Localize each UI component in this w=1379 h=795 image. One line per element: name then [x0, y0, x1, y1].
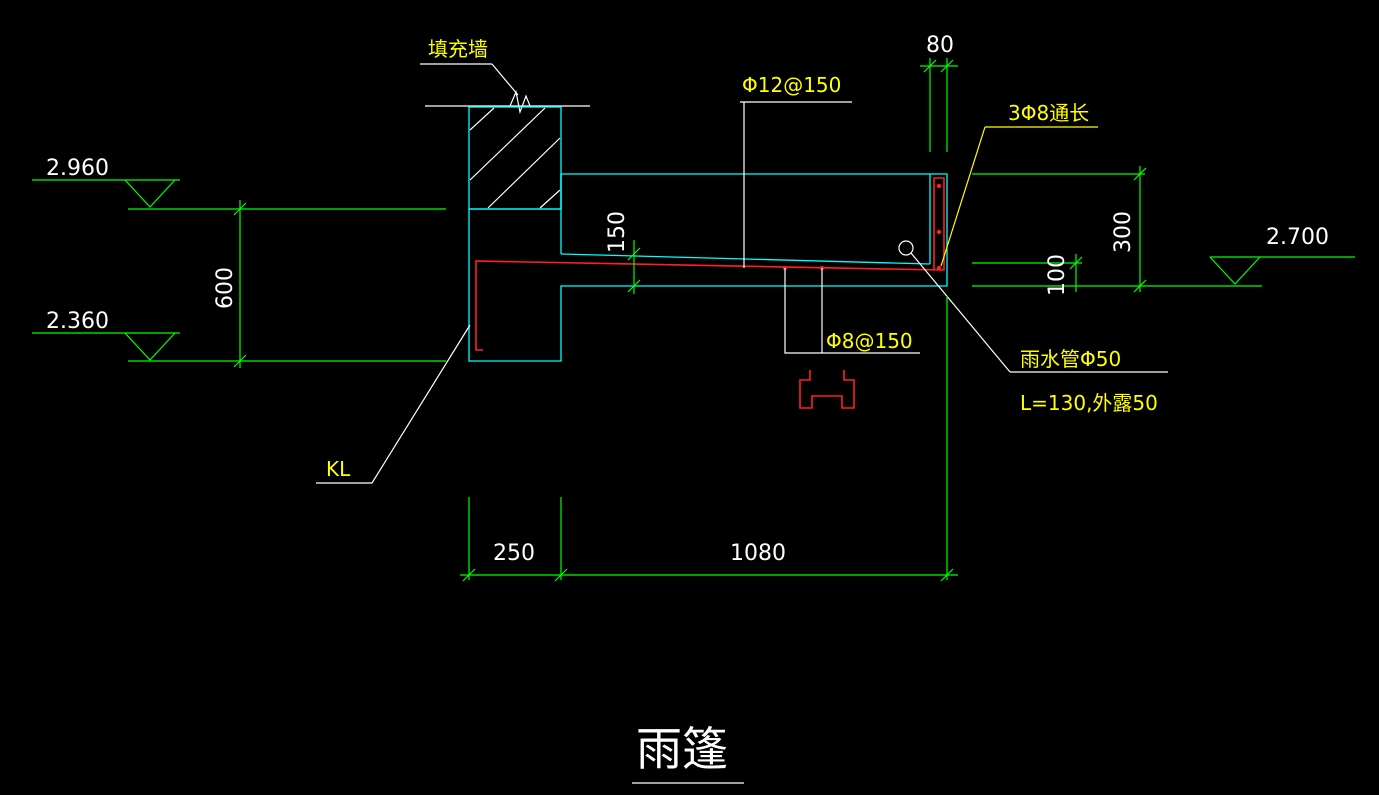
elevation-top-text: 2.960: [46, 156, 109, 181]
wall-break-symbol: [509, 89, 531, 115]
beam-label: KL: [326, 457, 351, 481]
top-rebar-line: [475, 260, 941, 351]
edge-rebar-leader: [940, 126, 986, 267]
leader-lines: [316, 101, 1098, 484]
edge-width-text: 80: [926, 33, 954, 58]
drain-pipe-label: 雨水管Φ50: [1020, 347, 1121, 371]
edge-rebar-dot-3: [936, 265, 942, 271]
drain-pipe-circle: [898, 240, 914, 256]
rebar-shape-symbol: [799, 370, 855, 409]
bottom-rebar-leader-1: [784, 268, 920, 354]
infill-wall-outline: [468, 106, 562, 210]
drawing-title: 雨篷: [636, 722, 728, 776]
canopy-sloped-top: [560, 253, 931, 265]
beam-leader: [316, 324, 471, 484]
elevation-bottom-beam: [32, 332, 446, 362]
beam-and-canopy-outline: [468, 173, 948, 362]
bottom-rebar-label: Φ8@150: [826, 329, 913, 353]
edge-rebar-dot-1: [936, 183, 942, 189]
beam-width-text: 250: [493, 541, 535, 566]
top-rebar-label: Φ12@150: [742, 73, 841, 97]
dimension-bottom-offset: [972, 254, 1083, 292]
canopy-length-text: 1080: [730, 541, 786, 566]
edge-stirrup: [933, 177, 945, 271]
bottom-offset-text: 100: [1045, 254, 1070, 296]
elevation-canopy-text: 2.700: [1266, 225, 1329, 250]
drain-pipe: [898, 240, 1168, 373]
root-thickness-text: 150: [605, 211, 630, 253]
wall-hatch: [469, 107, 561, 209]
dimension-beam-depth: [233, 200, 247, 368]
infill-wall-leader-tail: [491, 63, 519, 96]
edge-height-text: 300: [1111, 211, 1136, 253]
beam-depth-text: 600: [213, 267, 238, 309]
dimension-edge-height: [972, 166, 1147, 293]
dimension-bottom-chain: [460, 296, 958, 582]
infill-wall: [420, 63, 590, 210]
elevation-bottom-text: 2.360: [46, 309, 109, 334]
rebar-group: [475, 177, 945, 409]
edge-rebar-dot-2: [936, 229, 942, 235]
drain-pipe-note-label: L=130,外露50: [1020, 391, 1158, 415]
elevation-canopy-bottom: [972, 256, 1355, 287]
infill-wall-label: 填充墙: [428, 37, 488, 61]
elevation-top-beam: [32, 179, 446, 210]
drain-pipe-leader: [910, 252, 1011, 373]
edge-rebar-label: 3Φ8通长: [1008, 101, 1089, 125]
beam-kl: [468, 173, 948, 362]
dimension-root-thickness: [627, 240, 641, 294]
dimension-edge-width: [920, 58, 958, 152]
